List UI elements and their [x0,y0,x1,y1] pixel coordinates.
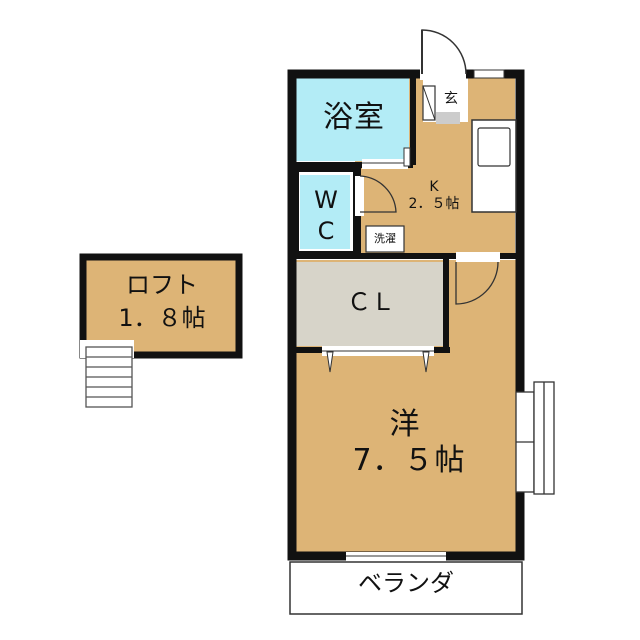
kitchen-label-size: 2．５帖 [408,196,460,212]
wc-door-swing [359,175,397,213]
entrance-door-gap [420,68,466,80]
closet-floor [296,262,445,346]
loft-stairs [85,346,133,408]
side-window [515,381,555,495]
laundry-space [365,225,405,253]
bath-label: 浴室 [323,100,385,135]
laundry-label: 洗濯 [374,232,396,245]
balcony [289,561,523,615]
closet-label: ＣＬ [347,288,395,316]
wc-label-w: W [314,186,338,214]
western-label: 洋 [389,407,421,442]
western-size-label: 7．５帖 [352,443,466,478]
wc-door-gap [355,176,364,216]
loft-size-label: 1．８帖 [118,304,206,332]
entrance-step [436,112,460,124]
bath-door-jamb [403,147,411,167]
entrance-label: 玄 [444,91,458,107]
loft-floor [86,260,236,352]
room-door-gap [456,252,500,262]
bath-door-gap [362,159,408,169]
balcony-label: ベランダ [358,569,454,597]
top-window [473,69,505,79]
wc-floor [300,175,350,249]
loft-wall [79,253,243,359]
bath-floor [296,78,409,161]
room-door-swing [455,261,499,305]
loft-label: ロフト [126,271,198,299]
balcony-door-gap [346,552,446,562]
kitchen-sink [477,127,511,167]
wc-label-c: C [317,217,335,245]
kitchen-label-k: K [429,179,439,195]
entrance-door-swing [421,29,467,75]
